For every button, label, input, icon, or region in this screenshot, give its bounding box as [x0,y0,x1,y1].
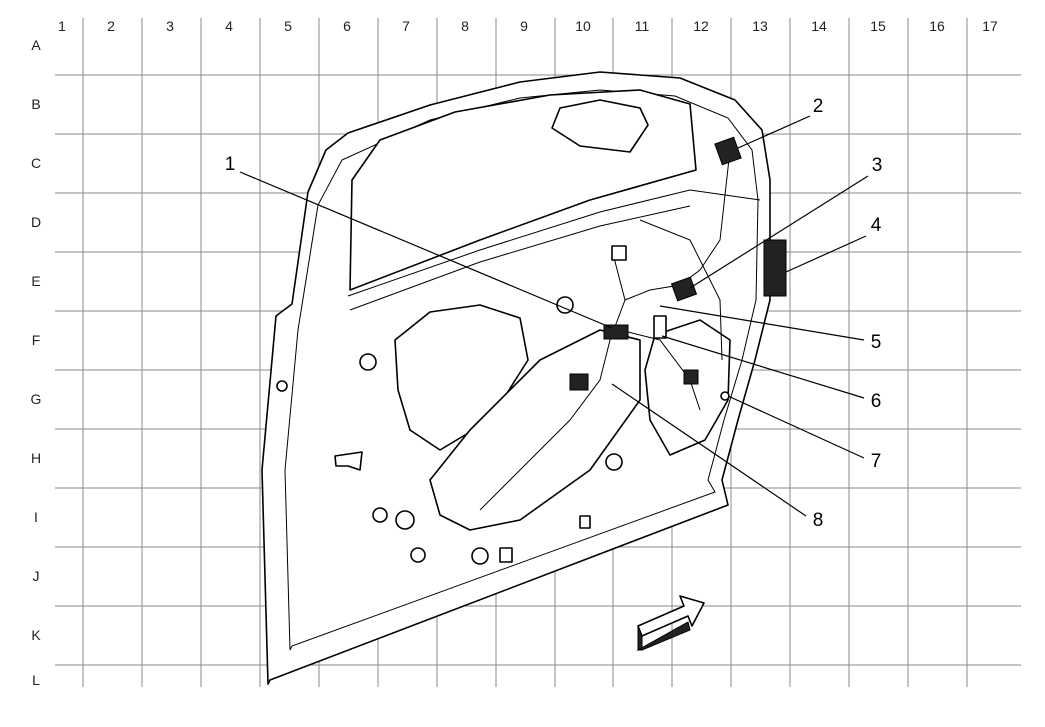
callout-number: 1 [225,154,236,175]
grid-row-label: I [34,509,38,525]
grid-row-label: B [31,96,40,112]
connector-6 [653,315,667,339]
callout-number: 5 [871,332,882,353]
grid-column-label: 15 [870,18,886,34]
mount-hole [410,547,426,563]
grid-column-label: 5 [284,18,292,34]
mount-hole [395,510,415,530]
belt-line-lower [349,205,691,311]
front-direction-arrow-icon [636,595,705,651]
mount-tab [499,547,513,563]
mount-hole [471,547,489,565]
callout-leader-7 [727,395,865,459]
callout-number: 8 [813,510,824,531]
grid-column-label: 14 [811,18,827,34]
connector-4 [763,239,787,297]
grid-column-label: 12 [693,18,709,34]
grid-row-label: E [31,273,40,289]
mount-hole [605,453,623,471]
grid-column-label: 7 [402,18,410,34]
callout-leader-8 [611,383,807,517]
front-door-inner-panel [261,71,787,685]
grid-column-label: 16 [929,18,945,34]
grid-row-label: H [31,450,41,466]
grid-row-labels: A B C D E F G H I J K L [31,37,42,688]
callout-leader-3 [689,175,869,289]
mount-tab [579,515,591,529]
grid-column-label: 9 [520,18,528,34]
callout-group: 1 2 3 4 5 6 7 8 [225,96,883,531]
mount-hole [276,380,288,392]
connector-5 [603,324,629,340]
callout-number: 4 [871,215,882,236]
grid-column-label: 17 [982,18,998,34]
grid-column-label: 11 [635,18,650,34]
grid-row-label: A [31,37,41,53]
grid-row-label: D [31,214,41,230]
grid-row-label: L [32,672,40,688]
connector-8 [569,373,589,391]
grid-column-label: 10 [575,18,591,34]
grid-column-label: 2 [107,18,115,34]
callout-leader-4 [785,235,867,273]
grid-column-label: 1 [58,18,66,34]
callout-leader-2 [737,115,811,149]
callout-number: 6 [871,391,882,412]
callout-number: 7 [871,451,882,472]
grid-column-label: 6 [343,18,351,34]
grid-column-label: 3 [166,18,174,34]
grid-column-label: 13 [752,18,768,34]
grid-row-label: F [32,332,41,348]
callout-number: 3 [872,155,883,176]
connector-7 [683,369,699,385]
mount-hole [359,353,377,371]
connector-2 [714,136,742,166]
grid-row-label: J [33,568,40,584]
mount-hole [372,507,388,523]
regulator-rail [639,219,723,361]
callout-leader-1 [239,171,613,329]
mount-hole [720,391,730,401]
grid-column-label: 4 [225,18,233,34]
belt-line [347,189,761,297]
grid-row-label: K [31,627,41,643]
grid-column-label: 8 [461,18,469,34]
hinge-tab [334,451,363,471]
grid-row-label: G [31,391,42,407]
callout-leader-6 [661,335,865,399]
callout-number: 2 [813,96,824,117]
connector-upper [611,245,627,261]
wiring-harness-branch-2 [619,329,701,411]
callout-leader-5 [659,305,865,341]
grid-row-label: C [31,155,41,171]
mirror-mount [551,99,649,153]
